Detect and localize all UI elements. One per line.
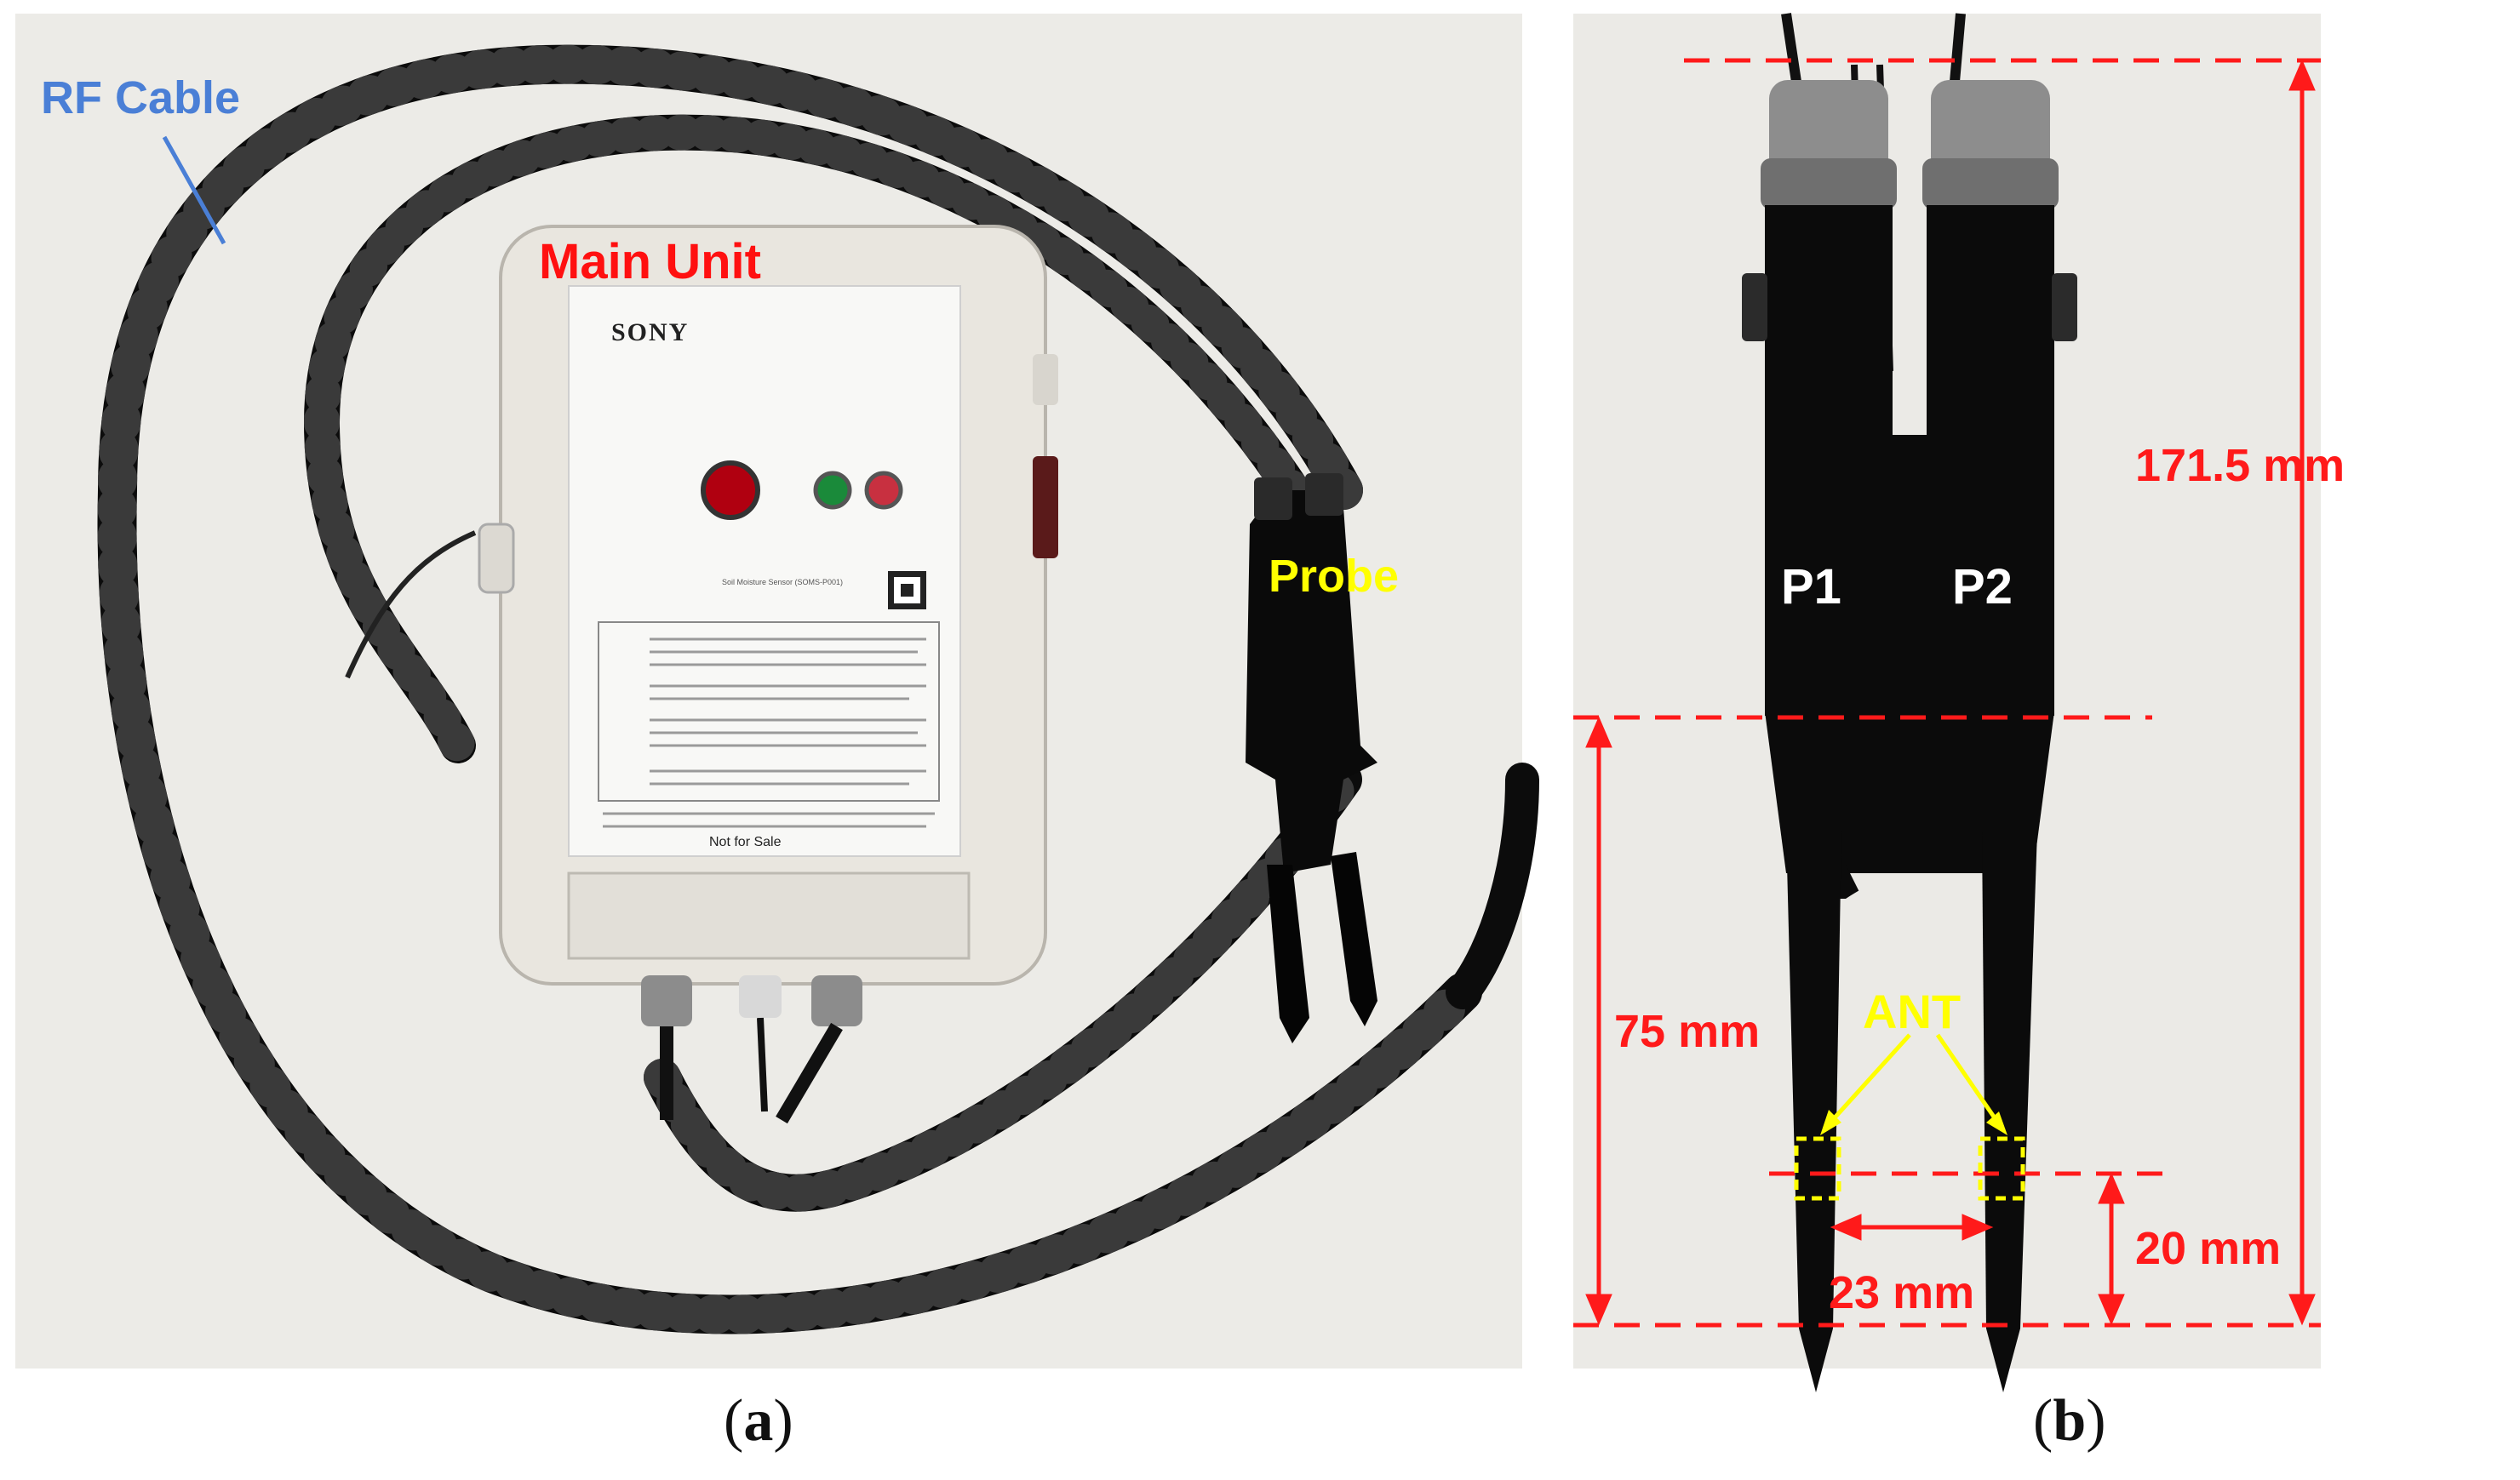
left-wire: [345, 530, 477, 679]
product-line-text: Soil Moisture Sensor (SOMS-P001): [722, 578, 844, 586]
dim-prong-length: 75 mm: [1614, 1006, 1761, 1057]
main-unit-box: [478, 225, 1058, 1124]
caption-a: (a): [724, 1388, 793, 1454]
probe-device: [1246, 473, 1377, 1043]
cable-glands: [1761, 80, 2059, 209]
antenna-markers: [1794, 1033, 2025, 1201]
p1-label: P1: [1781, 559, 1841, 614]
panel-b-photo: P1 P2 ANT 171.5 mm 75 mm 20 mm 23 mm: [1573, 13, 2345, 1392]
dimension-guides: [1573, 58, 2321, 1328]
rf-cable-label: RF Cable: [41, 72, 241, 123]
not-for-sale-text: Not for Sale: [709, 835, 782, 849]
panel-a-photo: RF Cable Main Unit Probe SONY Soil Moist…: [15, 14, 1539, 1369]
rf-cable: [97, 44, 1539, 1334]
p2-label: P2: [1952, 559, 2013, 614]
probe-label: Probe: [1269, 551, 1400, 602]
panel-b-illustration: [1573, 13, 2321, 1392]
probe-body: [1742, 205, 2077, 1392]
main-unit-label: Main Unit: [539, 234, 761, 289]
dimension-arrows: [1585, 59, 2316, 1326]
caption-b: (b): [2033, 1388, 2106, 1454]
dim-antenna-spacing: 23 mm: [1829, 1267, 1975, 1318]
dim-total-height: 171.5 mm: [2135, 440, 2345, 491]
dim-antenna-height: 20 mm: [2135, 1223, 2282, 1274]
ant-label: ANT: [1863, 985, 1962, 1038]
sony-logo: SONY: [611, 318, 690, 346]
rf-cable-leader: [162, 135, 226, 245]
panel-a-illustration: [97, 44, 1539, 1334]
